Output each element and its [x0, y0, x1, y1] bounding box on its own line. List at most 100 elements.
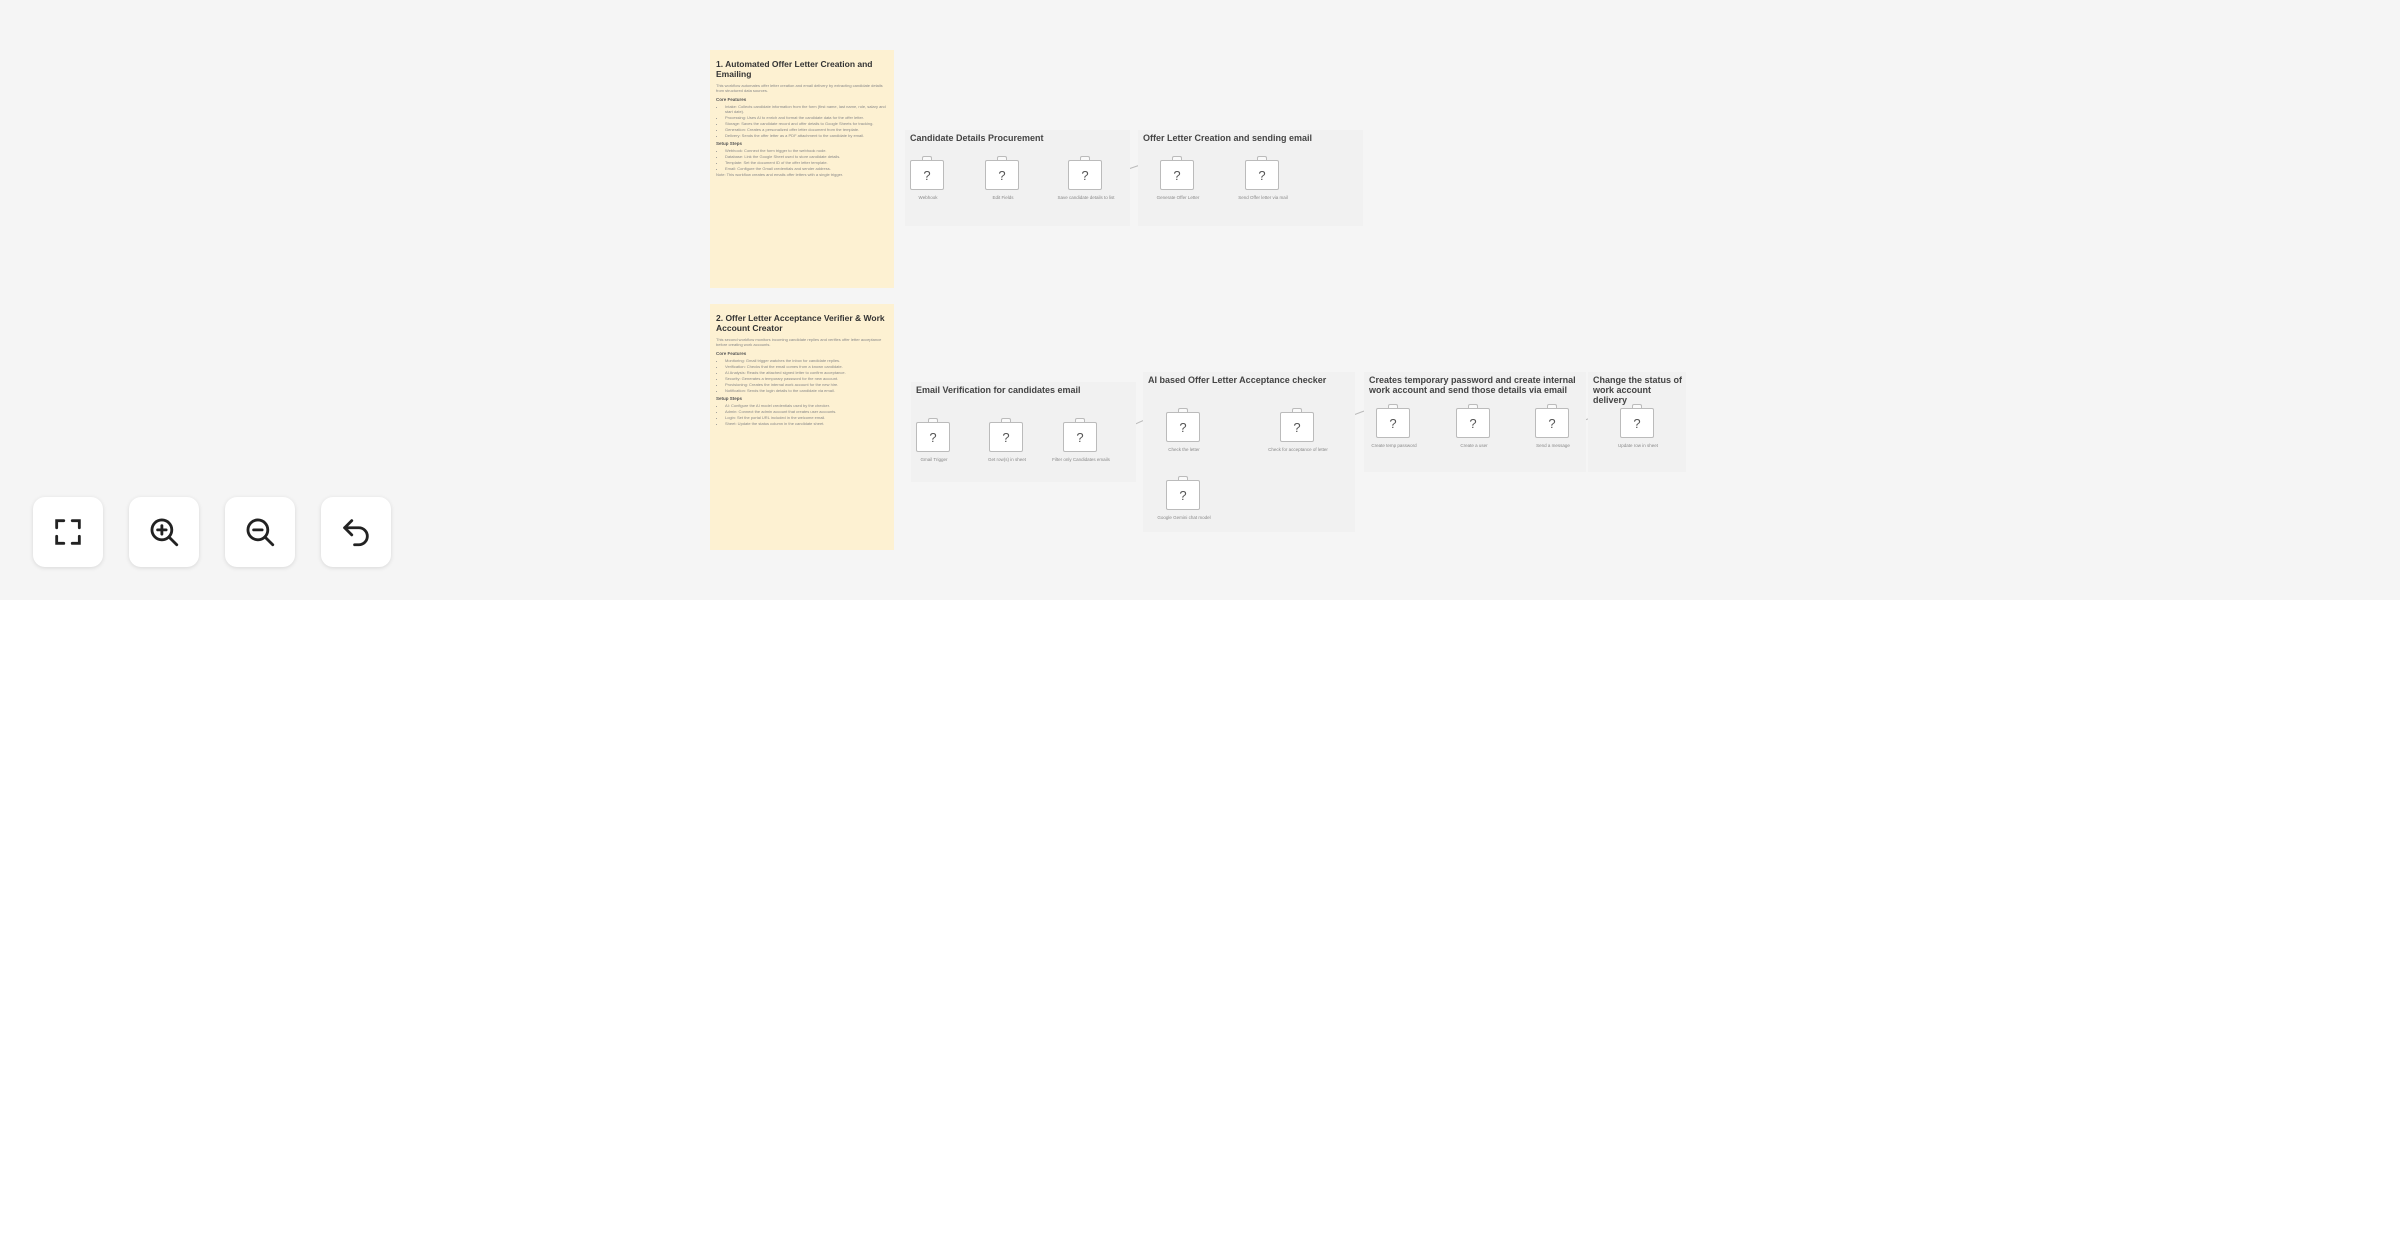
note-section-heading: Core Features: [716, 97, 747, 102]
note-list-item: Processing: Uses AI to enrich and format…: [725, 115, 888, 120]
note-list-item: Generation: Creates a personalized offer…: [725, 127, 888, 132]
note-intro: This second workflow monitors incoming c…: [716, 337, 882, 347]
node-connector-handle: [1632, 404, 1642, 408]
node-connector-handle: [1257, 156, 1267, 160]
note-list-item: Database: Link the Google Sheet used to …: [725, 154, 888, 159]
zoom-out-icon: [246, 518, 275, 547]
node-label: Filter only Candidates emails: [1052, 457, 1110, 462]
node-connector-handle: [1075, 418, 1085, 422]
node-label: Send Offer letter via mail: [1238, 195, 1288, 200]
note-intro: This workflow automates offer letter cre…: [716, 83, 883, 93]
node-label: Save candidate details to list: [1057, 195, 1115, 200]
unknown-node-icon: ?: [1469, 415, 1477, 431]
workflow-node[interactable]: ? Edit Fields: [985, 156, 1019, 200]
unknown-node-icon: ?: [1633, 415, 1641, 431]
unknown-node-icon: ?: [998, 167, 1006, 183]
group-title: Offer Letter Creation and sending email: [1143, 133, 1313, 143]
node-connector-handle: [1388, 404, 1398, 408]
note-list-item: Login: Set the portal URL included in th…: [725, 415, 888, 420]
workflow-node[interactable]: ?Generate Offer Letter: [1157, 156, 1199, 200]
zoom-in-button[interactable]: [129, 497, 199, 567]
note-list-item: Intake: Collects candidate information f…: [725, 104, 888, 114]
fit-view-button[interactable]: [33, 497, 103, 567]
note-list-item: Delivery: Sends the offer letter as a PD…: [725, 133, 888, 138]
unknown-node-icon: ?: [1179, 487, 1187, 503]
node-connector-handle: [1292, 408, 1302, 412]
workflow-node[interactable]: ?Get row(s) in sheet: [988, 418, 1026, 462]
node-label: Check for acceptance of letter: [1268, 447, 1328, 452]
node-connector-handle: [1172, 156, 1182, 160]
workflow-node[interactable]: ? Webhook: [910, 156, 944, 200]
note-list-item: Email: Configure the Gmail credentials a…: [725, 166, 888, 171]
node-label: Google Gemini chat model: [1157, 515, 1211, 520]
node-label: Check the letter: [1168, 447, 1200, 452]
note-list-item: Monitoring: Gmail trigger watches the in…: [725, 358, 888, 363]
node-connector-handle: [1178, 476, 1188, 480]
sticky-note-2[interactable]: 2. Offer Letter Acceptance Verifier & Wo…: [710, 304, 894, 550]
group-title: Email Verification for candidates email: [916, 385, 1081, 395]
zoom-in-icon: [150, 518, 179, 547]
group-title: Change the status of work account delive…: [1593, 375, 1683, 405]
workflow-canvas[interactable]: 1. Automated Offer Letter Creation and E…: [0, 0, 2400, 600]
workflow-node[interactable]: ? Check for acceptance of letter: [1268, 408, 1328, 452]
note-section-heading: Setup Steps: [716, 396, 743, 401]
note-list-item: Webhook: Connect the form trigger to the…: [725, 148, 888, 153]
note-section-heading: Core Features: [716, 351, 747, 356]
node-connector-handle: [1080, 156, 1090, 160]
group-title: AI based Offer Letter Acceptance checker: [1148, 375, 1327, 385]
node-connector-handle: [1468, 404, 1478, 408]
sticky-note-1[interactable]: 1. Automated Offer Letter Creation and E…: [710, 50, 894, 288]
unknown-node-icon: ?: [1179, 419, 1187, 435]
workflow-node[interactable]: ?Send a message: [1535, 404, 1570, 448]
note-list: AI: Configure the AI model credentials u…: [716, 403, 888, 426]
workflow-node[interactable]: ? Create temp password: [1371, 404, 1417, 448]
note-list-item: Sheet: Update the status column in the c…: [725, 421, 888, 426]
undo-button[interactable]: [321, 497, 391, 567]
unknown-node-icon: ?: [923, 167, 931, 183]
note-list-item: Verification: Checks that the email come…: [725, 364, 888, 369]
workflow-node[interactable]: ? Send Offer letter via mail: [1238, 156, 1288, 200]
workflow-node[interactable]: ? Google Gemini chat model: [1157, 476, 1211, 520]
note-list-item: Security: Generates a temporary password…: [725, 376, 888, 381]
note-section-heading: Setup Steps: [716, 141, 743, 146]
node-label: Edit Fields: [992, 195, 1014, 200]
note-list: Monitoring: Gmail trigger watches the in…: [716, 358, 888, 393]
note-list-item: AI: Configure the AI model credentials u…: [725, 403, 888, 408]
unknown-node-icon: ?: [1548, 415, 1556, 431]
node-label: Update row in sheet: [1617, 443, 1659, 448]
note-list-item: Template: Set the document ID of the off…: [725, 160, 888, 165]
unknown-node-icon: ?: [1173, 167, 1181, 183]
node-label: Webhook: [918, 195, 938, 200]
note-list-item: Provisioning: Creates the internal work …: [725, 382, 888, 387]
note-list-item: AI Analysis: Reads the attached signed l…: [725, 370, 888, 375]
note-title: 2. Offer Letter Acceptance Verifier & Wo…: [716, 313, 885, 333]
node-connector-handle: [1001, 418, 1011, 422]
workflow-node[interactable]: ?Create a user: [1456, 404, 1490, 448]
unknown-node-icon: ?: [1293, 419, 1301, 435]
workflow-node[interactable]: ? Save candidate details to list: [1057, 156, 1115, 200]
node-label: Get row(s) in sheet: [987, 457, 1026, 462]
note-list: Intake: Collects candidate information f…: [716, 104, 888, 138]
unknown-node-icon: ?: [1389, 415, 1397, 431]
workflow-node[interactable]: ? Check the letter: [1166, 408, 1200, 452]
node-connector-handle: [1547, 404, 1557, 408]
unknown-node-icon: ?: [1081, 167, 1089, 183]
note-list: Webhook: Connect the form trigger to the…: [716, 148, 888, 171]
zoom-out-button[interactable]: [225, 497, 295, 567]
unknown-node-icon: ?: [1258, 167, 1266, 183]
node-connector-handle: [928, 418, 938, 422]
workflow-node[interactable]: ? Filter only Candidates emails: [1052, 418, 1110, 462]
group-title: Candidate Details Procurement: [910, 133, 1044, 143]
workflow-node[interactable]: ? Update row in sheet: [1618, 404, 1658, 448]
undo-icon: [343, 519, 369, 547]
workflow-node[interactable]: ?Gmail Trigger: [916, 418, 950, 462]
note-list-item: Admin: Connect the admin account that cr…: [725, 409, 888, 414]
note-list-item: Storage: Saves the candidate record and …: [725, 121, 888, 126]
node-label: Gmail Trigger: [920, 457, 948, 462]
node-connector-handle: [997, 156, 1007, 160]
note-title: 1. Automated Offer Letter Creation and E…: [716, 59, 873, 79]
unknown-node-icon: ?: [1076, 429, 1084, 445]
node-connector-handle: [922, 156, 932, 160]
expand-icon: [55, 519, 81, 545]
node-label: Create temp password: [1371, 443, 1417, 448]
